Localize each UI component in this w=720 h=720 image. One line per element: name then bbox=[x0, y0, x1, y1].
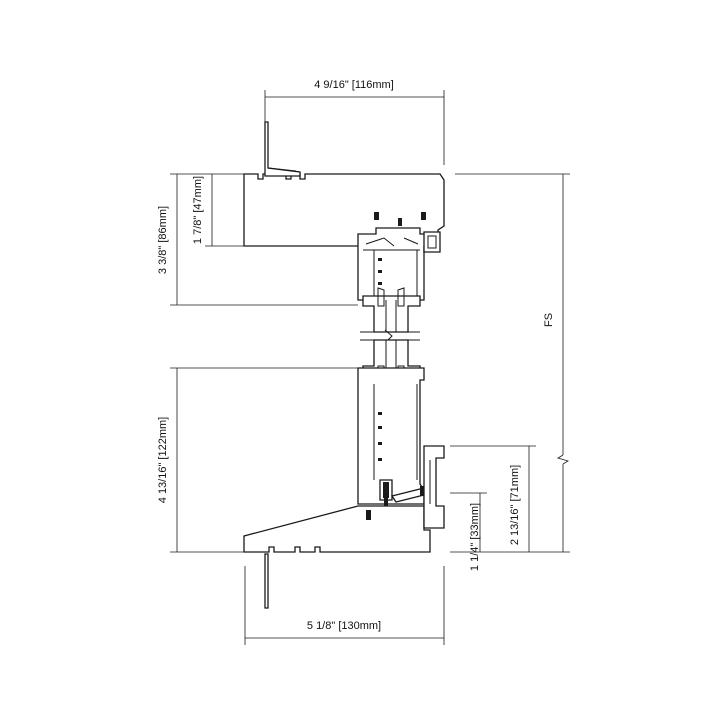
sill-nose-dimension: 2 13/16" [71mm] bbox=[450, 445, 536, 552]
sill-height-total-label: 4 13/16" [122mm] bbox=[157, 417, 169, 503]
sill-step-label: 1 1/4" [33mm] bbox=[469, 503, 481, 571]
head-height-inner-label: 1 7/8" [47mm] bbox=[192, 176, 204, 244]
sill-nose-label: 2 13/16" [71mm] bbox=[509, 465, 521, 545]
head-height-dimension: 3 3/8" [86mm] bbox=[157, 173, 358, 306]
head-sash-rail bbox=[357, 212, 441, 301]
head-depth-dimension: 4 9/16" [116mm] bbox=[264, 79, 445, 165]
head-inner-dimension: 1 7/8" [47mm] bbox=[192, 174, 244, 247]
sill-sash-rail bbox=[357, 367, 430, 505]
sill-depth-dimension: 5 1/8" [130mm] bbox=[244, 566, 445, 645]
sill-jamb bbox=[243, 445, 445, 609]
insulated-glass-upper bbox=[362, 287, 421, 333]
frame-size-dimension: FS bbox=[450, 173, 570, 553]
sill-step-dimension: 1 1/4" [33mm] bbox=[450, 492, 487, 571]
sill-height-dimension: 4 13/16" [122mm] bbox=[157, 367, 358, 553]
head-depth-label: 4 9/16" [116mm] bbox=[314, 79, 394, 91]
head-height-total-label: 3 3/8" [86mm] bbox=[157, 206, 169, 274]
frame-size-label: FS bbox=[543, 313, 555, 327]
sill-depth-label: 5 1/8" [130mm] bbox=[307, 620, 381, 632]
